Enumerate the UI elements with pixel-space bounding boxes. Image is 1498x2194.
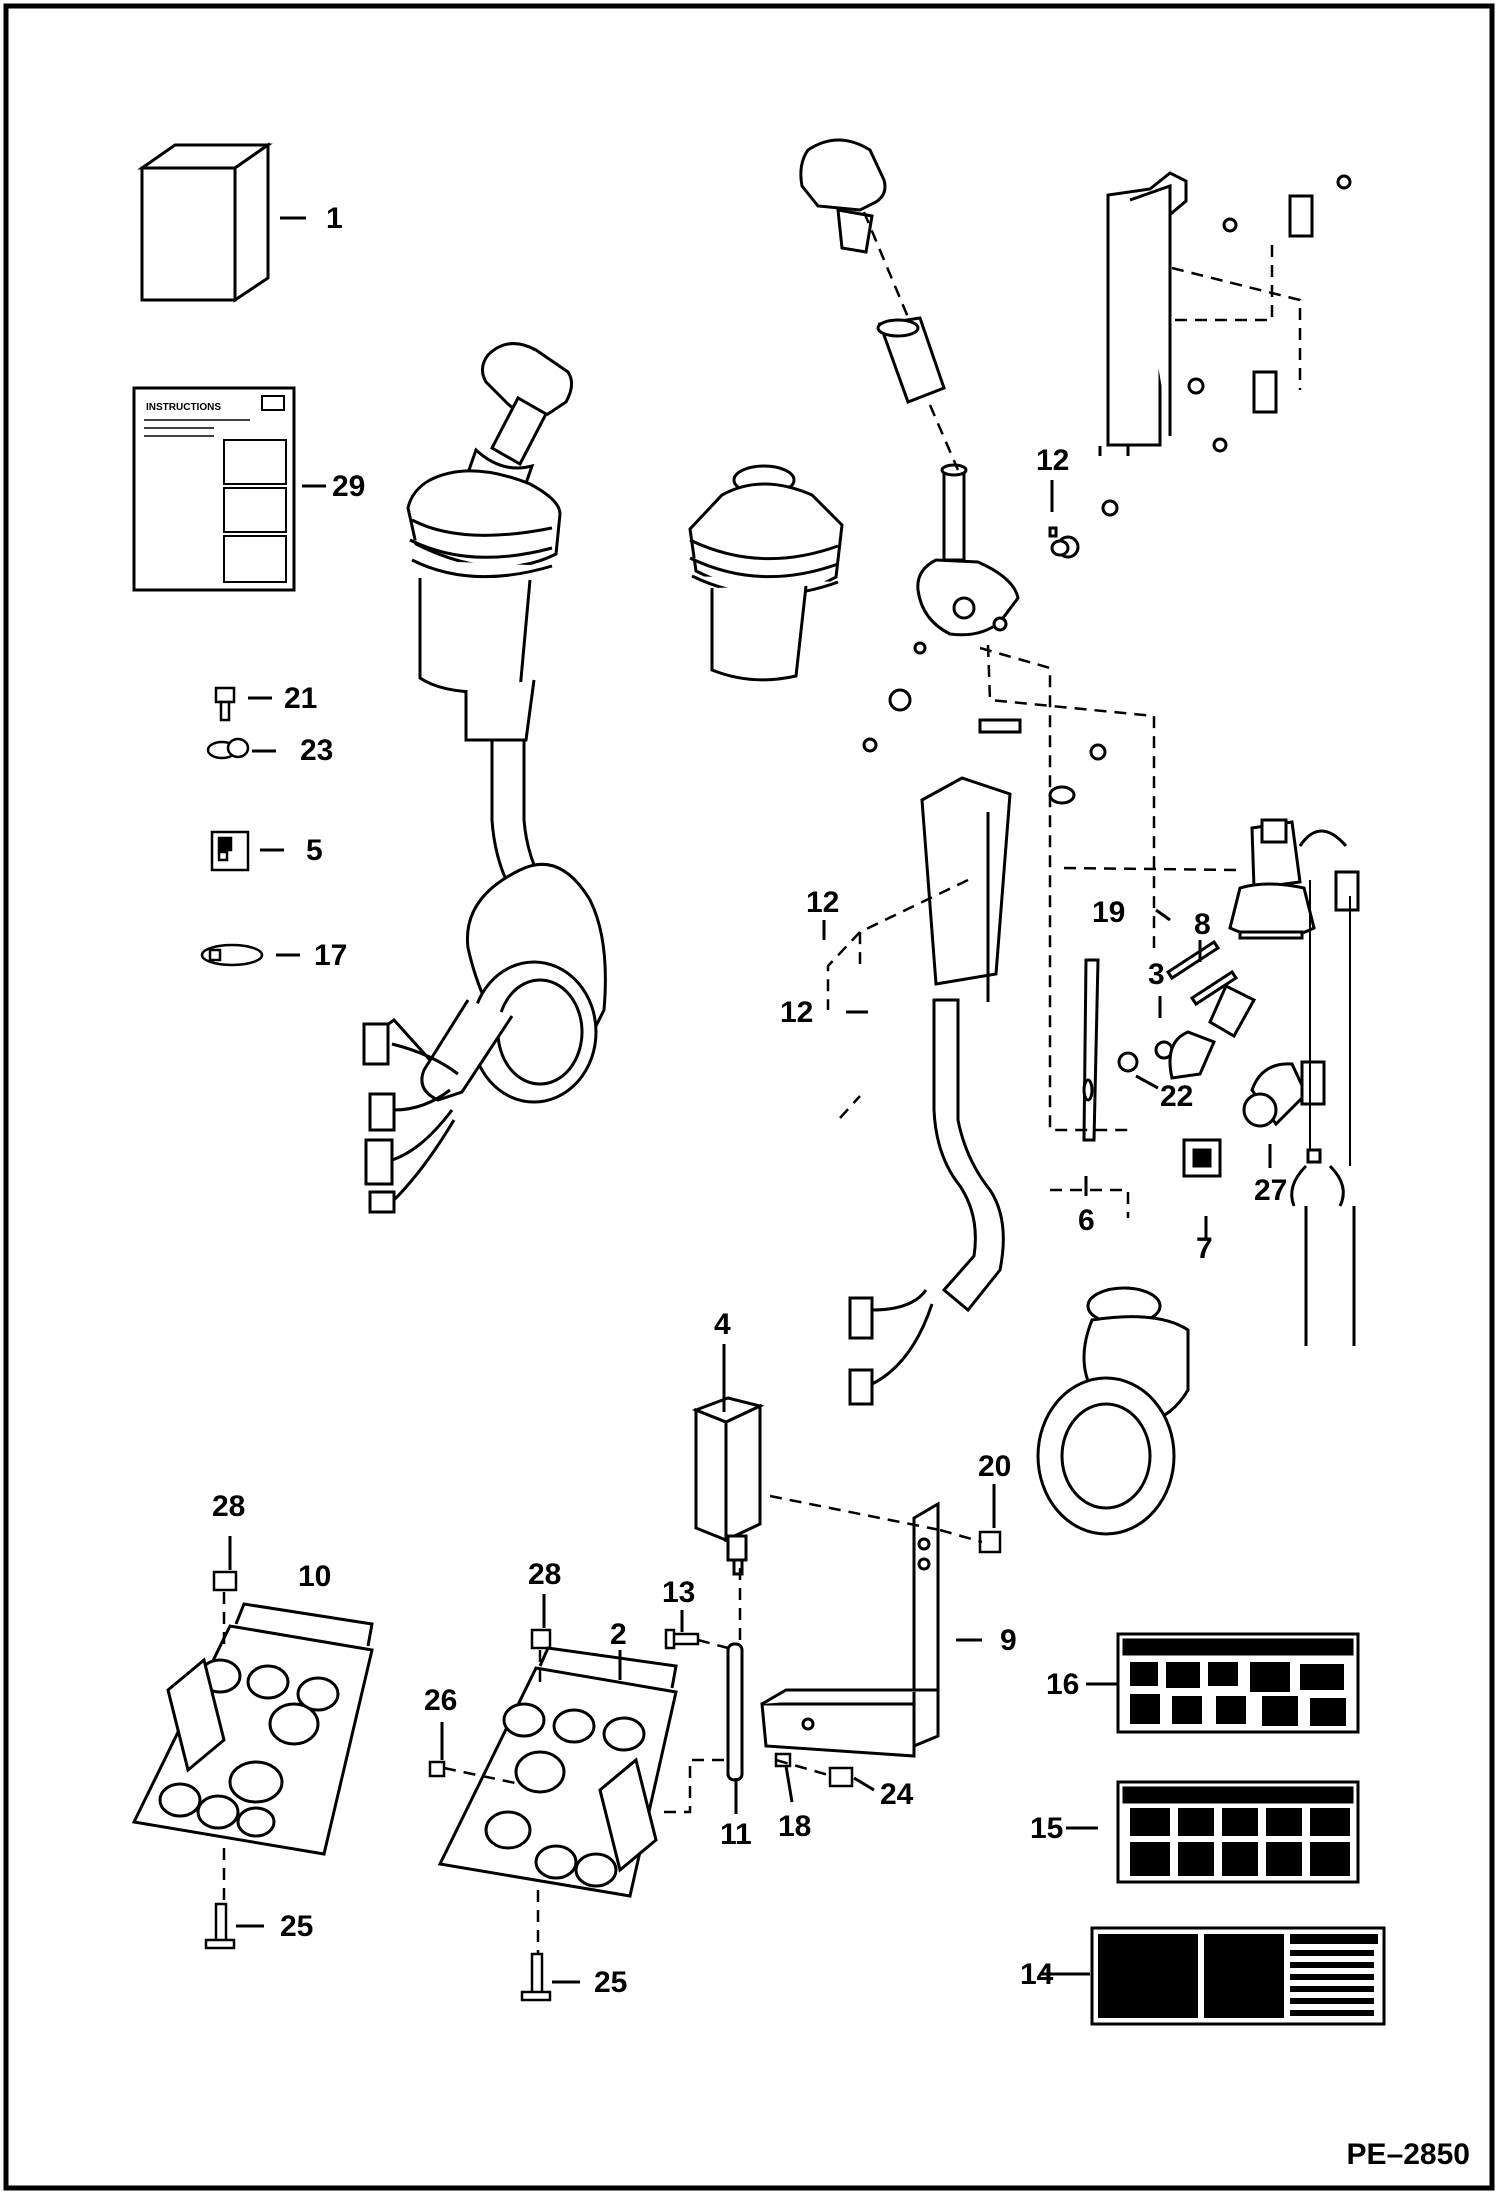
- callout-19: 19: [1092, 896, 1126, 929]
- assembly-dashed-lines: [222, 211, 1302, 1954]
- callout-15: 15: [1030, 1812, 1064, 1845]
- callout-21: 21: [284, 682, 318, 715]
- callout-5: 5: [306, 834, 323, 867]
- callout-12-top: 12: [1036, 444, 1070, 477]
- callout-1: 1: [326, 202, 343, 235]
- part-21-bolt: [214, 686, 236, 722]
- callout-24: 24: [880, 1778, 914, 1811]
- part-26-nut: [428, 1760, 446, 1778]
- bracket-mount-top-right: [1098, 171, 1352, 456]
- callout-28-right: 28: [528, 1558, 562, 1591]
- callout-22: 22: [1160, 1080, 1194, 1113]
- part-1-box: [137, 142, 273, 303]
- callout-17: 17: [314, 939, 348, 972]
- part-13-screw: [664, 1628, 700, 1650]
- callout-10: 10: [298, 1560, 332, 1593]
- callout-23: 23: [300, 734, 334, 767]
- drawing-number: PE–2850: [1346, 2138, 1470, 2171]
- part-9-bracket: [760, 1501, 940, 1758]
- left-joystick-assembly: [362, 342, 607, 1214]
- switch-assembly-right: [1082, 818, 1360, 1346]
- callout-25-right: 25: [594, 1966, 628, 1999]
- part-2-mount-plate: [437, 1646, 678, 1898]
- callout-12-mid: 12: [806, 886, 840, 919]
- instruction-sheet-title: INSTRUCTIONS: [146, 402, 221, 413]
- callout-12-low: 12: [780, 996, 814, 1029]
- callout-27: 27: [1254, 1174, 1288, 1207]
- callout-11: 11: [720, 1818, 752, 1851]
- part-28-nut-left: [212, 1570, 238, 1592]
- callout-26: 26: [424, 1684, 458, 1717]
- callout-4: 4: [714, 1308, 731, 1341]
- part-14-decal: [1090, 1926, 1386, 2026]
- joystick-boot-lower-right: [1036, 1286, 1190, 1536]
- callout-9: 9: [1000, 1624, 1017, 1657]
- part-15-decal: [1116, 1780, 1360, 1884]
- right-joystick-exploded: [799, 138, 1119, 1406]
- callout-29: 29: [332, 470, 366, 503]
- callout-13: 13: [662, 1576, 696, 1609]
- callout-2: 2: [610, 1618, 627, 1651]
- callout-3: 3: [1148, 958, 1165, 991]
- part-29-instruction-sheet: INSTRUCTIONS: [132, 386, 296, 592]
- part-24-screw: [828, 1766, 854, 1788]
- part-5-switch: [210, 830, 250, 872]
- callout-16: 16: [1046, 1668, 1080, 1701]
- callout-20: 20: [978, 1450, 1012, 1483]
- part-20-bolt: [978, 1530, 1002, 1554]
- sheet-border: [3, 3, 1495, 2191]
- callout-14: 14: [1020, 1958, 1054, 1991]
- part-11-rod: [726, 1642, 744, 1782]
- part-23-clamp: [206, 737, 250, 760]
- callout-18: 18: [778, 1810, 812, 1843]
- callout-7: 7: [1196, 1232, 1213, 1265]
- part-25-bolt-right: [520, 1952, 552, 2002]
- part-17-hose-clamp: [200, 943, 264, 967]
- part-4-valve: [691, 1396, 765, 1576]
- part-28-nut-right: [530, 1628, 552, 1650]
- callout-25-left: 25: [280, 1910, 314, 1943]
- joystick-boot-center: [688, 464, 844, 682]
- callout-8: 8: [1194, 908, 1211, 941]
- callout-28-left: 28: [212, 1490, 246, 1523]
- part-25-bolt-left: [204, 1902, 236, 1950]
- callout-leader-lines: [228, 216, 1272, 1984]
- part-10-mount-plate: [131, 1602, 374, 1856]
- part-16-decal: [1116, 1632, 1360, 1734]
- callout-6: 6: [1078, 1204, 1095, 1237]
